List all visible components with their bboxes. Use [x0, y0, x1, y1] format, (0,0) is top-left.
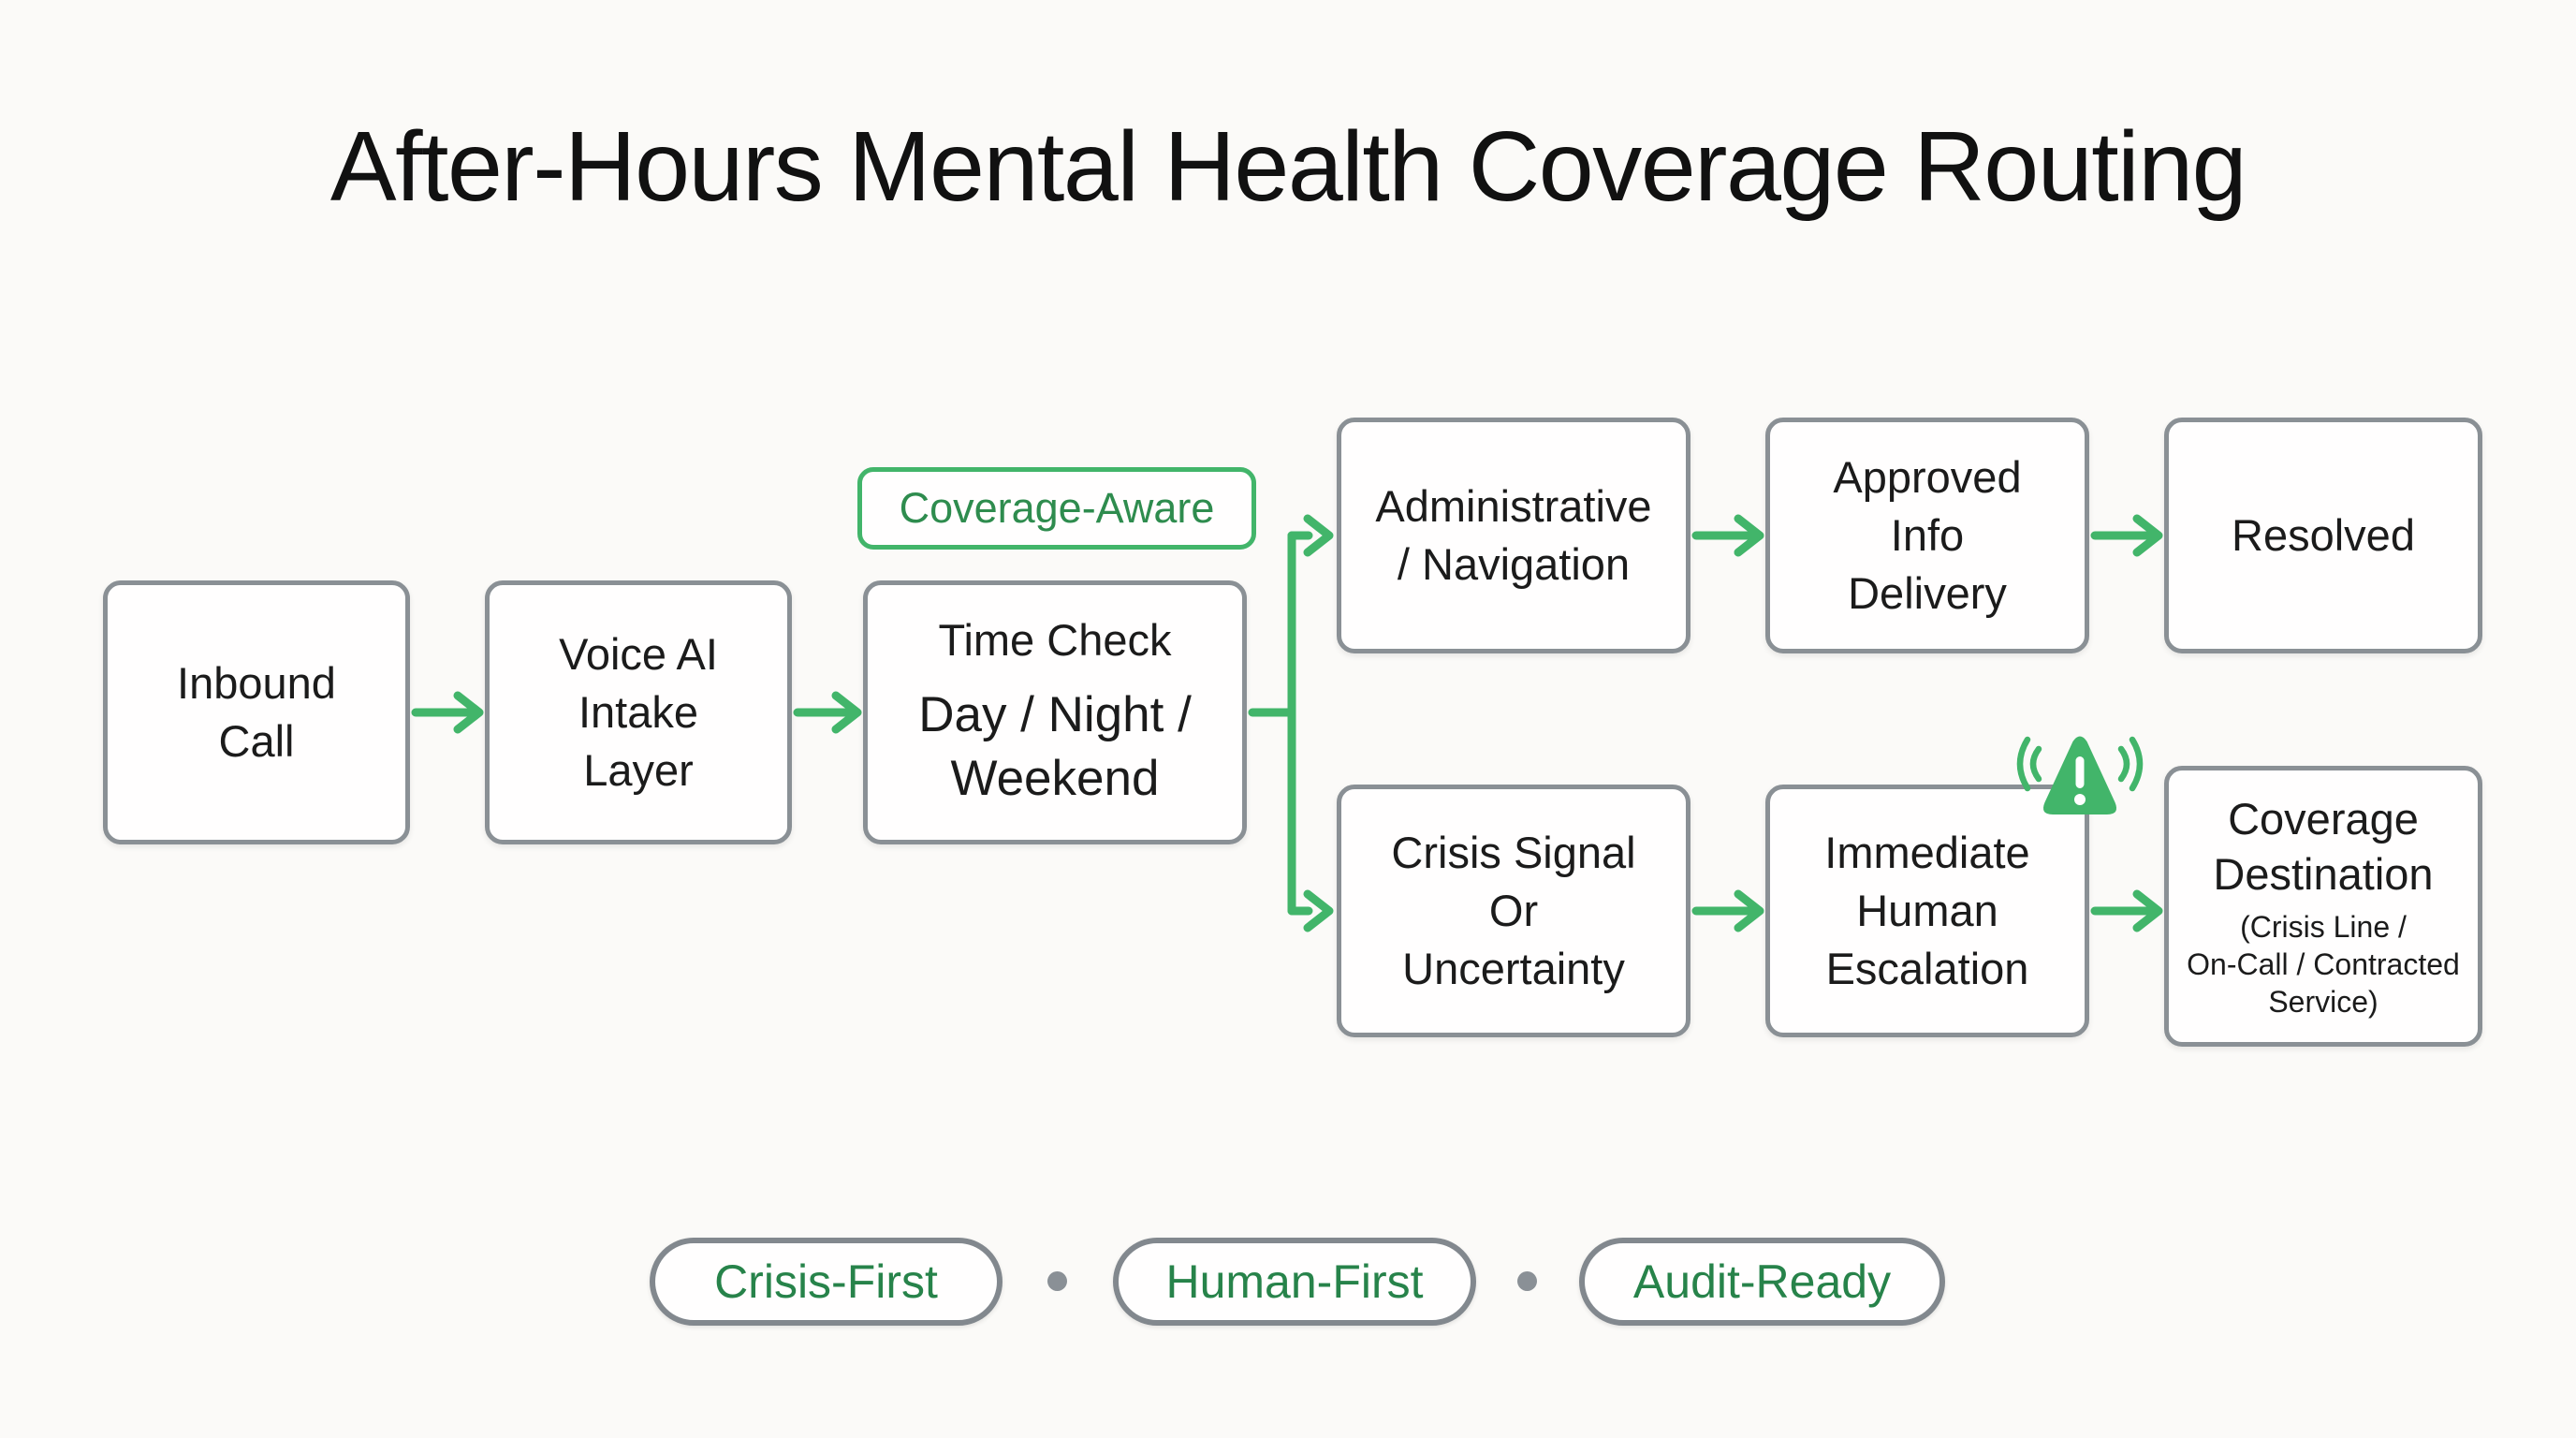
arrow-branch-to-crisis [1287, 889, 1334, 932]
node-label-line: Escalation [1825, 944, 2029, 994]
signal-wave-arc [2029, 745, 2042, 783]
node-label-line: Day / Night / [918, 687, 1192, 743]
node-immediate-human-escalation: Immediate Human Escalation [1765, 785, 2089, 1037]
arrow-inbound-to-voice [411, 691, 484, 734]
coverage-destination-title: Coverage Destination [2213, 792, 2433, 902]
arrow-voice-to-timecheck [793, 691, 862, 734]
node-label-line: Destination [2213, 849, 2434, 899]
node-resolved: Resolved [2164, 418, 2482, 653]
node-label-line: Crisis Signal [1391, 827, 1636, 877]
node-label-line: Administrative [1375, 480, 1652, 531]
node-sublabel-line: (Crisis Line / [2240, 909, 2407, 944]
alert-exclamation [2075, 756, 2085, 788]
page-title: After-Hours Mental Health Coverage Routi… [329, 111, 2247, 222]
node-label-line: Layer [583, 745, 694, 796]
node-label-line: Voice AI [559, 628, 718, 679]
time-check-heading: Time Check [938, 614, 1172, 665]
node-administrative-navigation: Administrative / Navigation [1337, 418, 1690, 653]
node-sublabel-line: Service) [2268, 984, 2378, 1019]
node-label-line: Uncertainty [1402, 944, 1625, 994]
node-label-line: Inbound [177, 657, 336, 708]
node-sublabel-line: On-Call / Contracted [2187, 946, 2460, 981]
signal-wave-arc [2016, 736, 2031, 792]
node-approved-info-delivery: Approved Info Delivery [1765, 418, 2089, 653]
signal-wave-arc [2117, 745, 2130, 783]
coverage-aware-tag: Coverage-Aware [857, 467, 1256, 550]
node-label-line: Delivery [1848, 568, 2007, 619]
time-check-modes: Day / Night / Weekend [918, 683, 1192, 811]
escalation-alert-icon [2016, 736, 2144, 814]
badge-label: Audit-Ready [1632, 1255, 1892, 1308]
alert-exclamation-dot [2074, 794, 2086, 805]
node-coverage-destination: Coverage Destination (Crisis Line / On-C… [2164, 766, 2482, 1047]
arrow-branch-to-administrative [1287, 514, 1334, 557]
node-label-line: Intake [578, 686, 699, 737]
node-inbound-call: Inbound Call [103, 580, 410, 844]
signal-wave-arc [2129, 736, 2144, 792]
node-label-line: Human [1856, 885, 1998, 935]
arrow-administrative-to-approved [1691, 514, 1764, 557]
coverage-destination-subtext: (Crisis Line / On-Call / Contracted Serv… [2187, 908, 2460, 1020]
badge-label: Human-First [1165, 1255, 1424, 1308]
badge-crisis-first: Crisis-First [650, 1238, 1003, 1326]
badge-label: Crisis-First [714, 1255, 938, 1308]
node-label-line: Info [1890, 509, 1965, 560]
node-voice-ai-intake-layer: Voice AI Intake Layer [485, 580, 792, 844]
node-label-line: Resolved [2232, 509, 2415, 560]
node-label-line: Weekend [950, 751, 1160, 807]
badge-human-first: Human-First [1113, 1238, 1476, 1326]
node-label-line: Or [1488, 885, 1539, 935]
arrow-immediate-to-coverage [2090, 889, 2163, 932]
node-label-line: Call [218, 716, 295, 766]
badge-separator-dot [1517, 1271, 1537, 1291]
node-label-line: Immediate [1824, 827, 2030, 877]
badge-audit-ready: Audit-Ready [1579, 1238, 1945, 1326]
node-label-line: Coverage [2228, 794, 2419, 844]
node-time-check: Time Check Day / Night / Weekend [863, 580, 1247, 844]
node-label-line: Approved [1833, 451, 2022, 502]
node-label-line: / Navigation [1397, 539, 1631, 589]
node-crisis-signal-or-uncertainty: Crisis Signal Or Uncertainty [1337, 785, 1690, 1037]
arrow-approved-to-resolved [2090, 514, 2163, 557]
coverage-aware-label: Coverage-Aware [899, 484, 1215, 532]
arrow-crisis-to-immediate [1691, 889, 1764, 932]
badge-separator-dot [1047, 1271, 1067, 1291]
